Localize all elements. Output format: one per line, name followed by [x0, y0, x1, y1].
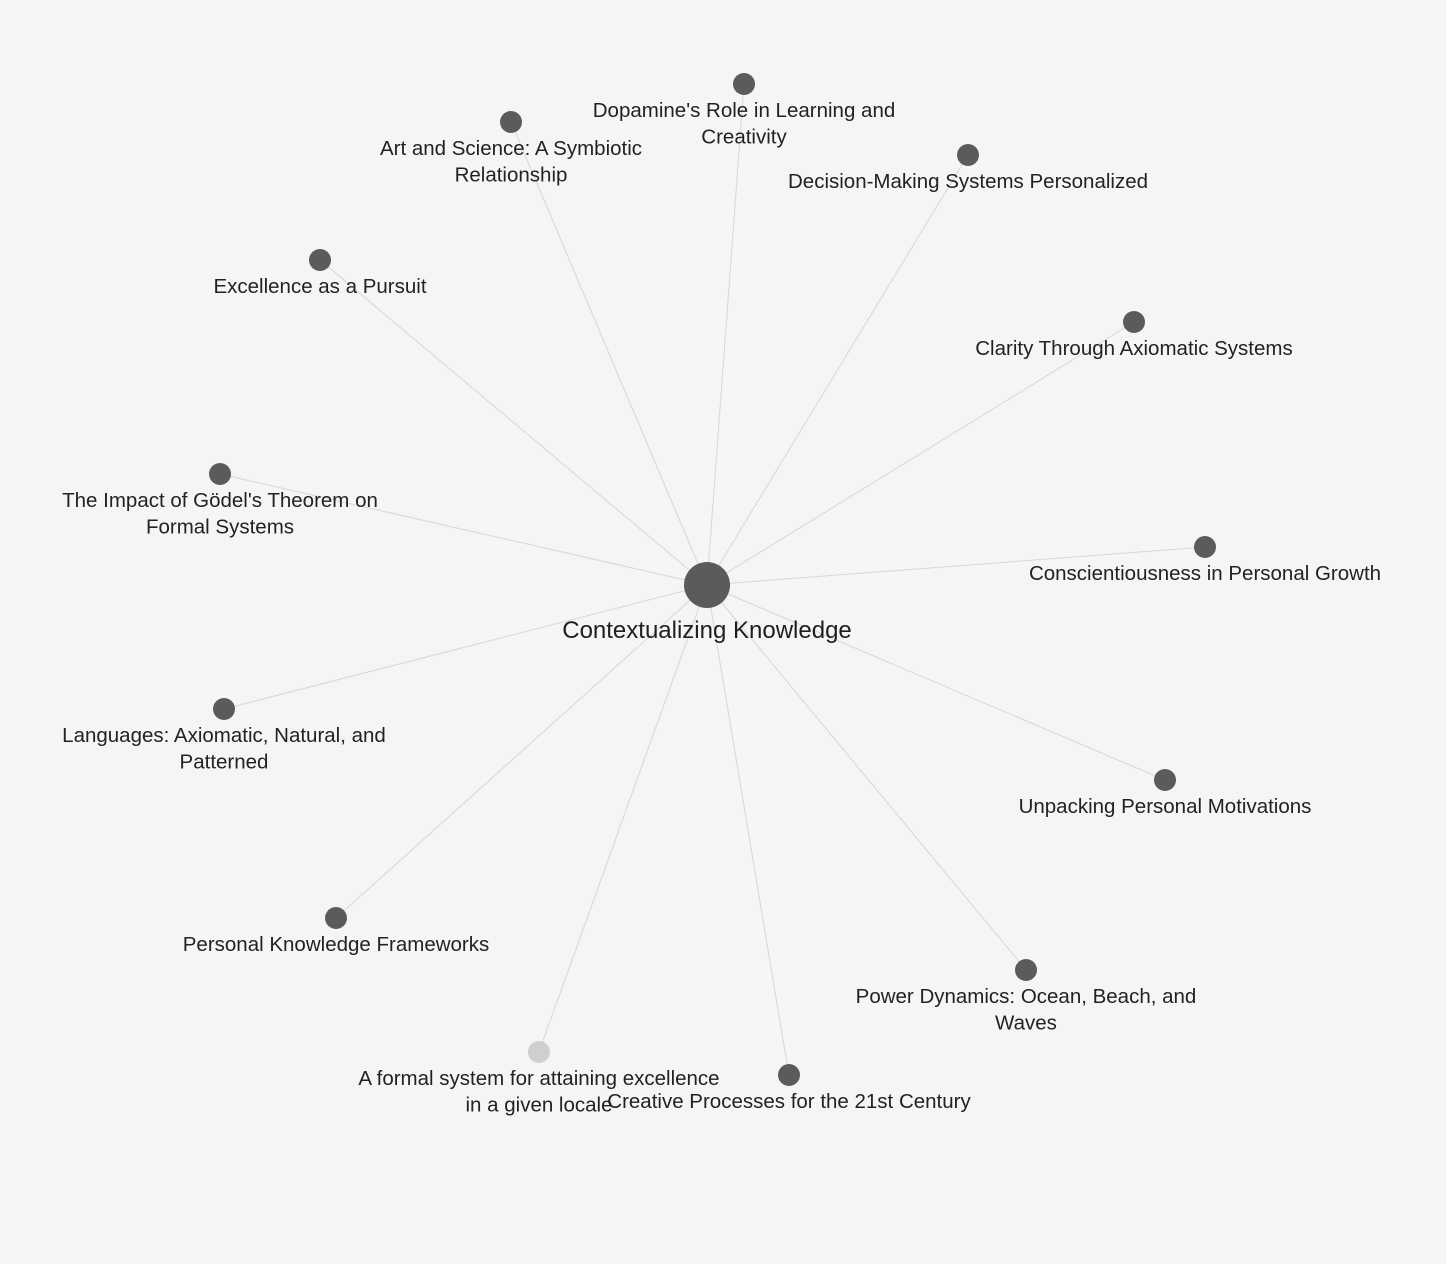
nodes-layer: Dopamine's Role in Learning andCreativit…	[62, 73, 1381, 1117]
node-circle-creative-processes[interactable]	[778, 1064, 800, 1086]
edge-center-conscientiousness	[706, 546, 1206, 586]
node-label-art-science-line-2: Relationship	[455, 164, 568, 187]
node-conscientiousness[interactable]: Conscientiousness in Personal Growth	[1029, 536, 1381, 585]
node-label-frameworks: Personal Knowledge Frameworks	[183, 933, 490, 956]
node-circle-art-science[interactable]	[500, 111, 522, 133]
edge-center-excellence	[319, 259, 708, 586]
node-label-conscientiousness: Conscientiousness in Personal Growth	[1029, 562, 1381, 585]
node-label-languages-line-2: Patterned	[180, 751, 269, 774]
node-creative-processes[interactable]: Creative Processes for the 21st Century	[607, 1064, 971, 1113]
node-circle-formal-system[interactable]	[528, 1041, 550, 1063]
edge-center-frameworks	[335, 584, 708, 919]
node-label-art-science-line-1: Art and Science: A Symbiotic	[380, 137, 642, 160]
node-languages[interactable]: Languages: Axiomatic, Natural, andPatter…	[62, 698, 386, 774]
edge-center-motivations	[706, 584, 1166, 781]
node-circle-excellence[interactable]	[309, 249, 331, 271]
node-circle-power-dynamics[interactable]	[1015, 959, 1037, 981]
node-label-formal-system-line-2: in a given locale	[465, 1094, 612, 1117]
node-circle-decision-making[interactable]	[957, 144, 979, 166]
node-circle-godel[interactable]	[209, 463, 231, 485]
node-excellence[interactable]: Excellence as a Pursuit	[213, 249, 427, 298]
node-label-godel-line-1: The Impact of Gödel's Theorem on	[62, 489, 378, 512]
node-frameworks[interactable]: Personal Knowledge Frameworks	[183, 907, 490, 956]
node-label-power-dynamics-line-2: Waves	[995, 1012, 1057, 1035]
node-label-dopamine-line-2: Creativity	[701, 126, 787, 149]
node-label-godel-line-2: Formal Systems	[146, 516, 294, 539]
node-label-excellence: Excellence as a Pursuit	[213, 275, 426, 298]
node-label-formal-system-line-1: A formal system for attaining excellence	[358, 1067, 719, 1090]
edge-center-creative-processes	[706, 584, 790, 1076]
node-label-decision-making: Decision-Making Systems Personalized	[788, 170, 1148, 193]
node-dopamine[interactable]: Dopamine's Role in Learning andCreativit…	[593, 73, 896, 149]
node-circle-languages[interactable]	[213, 698, 235, 720]
edge-center-clarity	[706, 321, 1135, 586]
edge-center-dopamine	[706, 83, 745, 586]
node-formal-system[interactable]: A formal system for attaining excellence…	[358, 1041, 720, 1117]
edge-center-art-science	[510, 121, 708, 586]
edge-center-godel	[219, 473, 708, 586]
node-label-center: Contextualizing Knowledge	[562, 617, 852, 644]
node-label-clarity: Clarity Through Axiomatic Systems	[975, 337, 1292, 360]
node-label-creative-processes: Creative Processes for the 21st Century	[607, 1090, 971, 1113]
node-circle-clarity[interactable]	[1123, 311, 1145, 333]
node-motivations[interactable]: Unpacking Personal Motivations	[1019, 769, 1312, 818]
edge-center-power-dynamics	[706, 584, 1027, 971]
edges-layer	[219, 83, 1206, 1076]
node-label-dopamine-line-1: Dopamine's Role in Learning and	[593, 99, 896, 122]
edge-center-decision-making	[706, 154, 969, 586]
node-decision-making[interactable]: Decision-Making Systems Personalized	[788, 144, 1148, 193]
node-clarity[interactable]: Clarity Through Axiomatic Systems	[975, 311, 1293, 360]
node-circle-motivations[interactable]	[1154, 769, 1176, 791]
node-label-languages-line-1: Languages: Axiomatic, Natural, and	[62, 724, 386, 747]
node-circle-dopamine[interactable]	[733, 73, 755, 95]
node-center[interactable]: Contextualizing Knowledge	[562, 562, 852, 644]
edge-center-formal-system	[538, 584, 708, 1053]
node-label-motivations: Unpacking Personal Motivations	[1019, 795, 1312, 818]
node-circle-conscientiousness[interactable]	[1194, 536, 1216, 558]
node-label-power-dynamics-line-1: Power Dynamics: Ocean, Beach, and	[856, 985, 1197, 1008]
node-circle-frameworks[interactable]	[325, 907, 347, 929]
edge-center-languages	[223, 584, 708, 710]
node-godel[interactable]: The Impact of Gödel's Theorem on Formal S…	[62, 463, 378, 539]
node-circle-center[interactable]	[684, 562, 730, 608]
